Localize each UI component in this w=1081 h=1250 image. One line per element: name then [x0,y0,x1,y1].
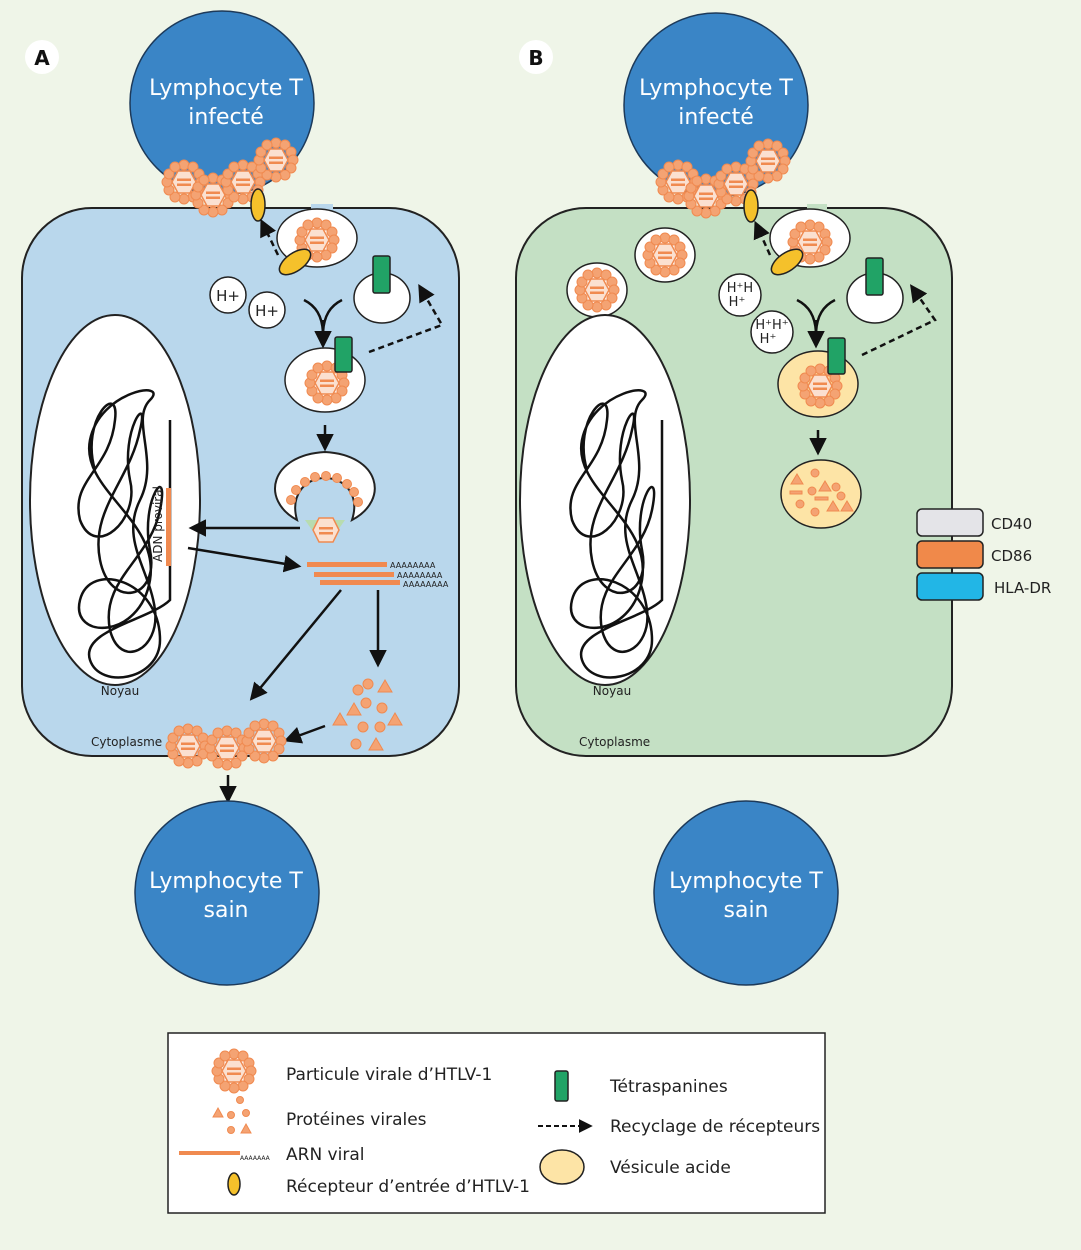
proton-label: H⁺H⁺ [755,318,788,333]
hla-dr-label: HLA-DR [994,579,1051,597]
entry-receptor-icon [250,188,266,222]
receptor-recycling-arrow [861,284,937,357]
proton-cluster-icon [718,273,762,317]
viral-proteins-icon [212,1096,252,1134]
polya-tail: AAAAAAAA [397,571,443,580]
legend-label: Recyclage de récepteurs [610,1117,820,1137]
panel-b-infected-label-2: infecté [678,105,754,130]
surface-markers: CD40 CD86 HLA-DR [916,508,1051,601]
capsid-core [312,517,340,543]
panel-b-infected-label-1: Lymphocyte T [639,76,793,101]
proviral-dna [166,488,171,566]
legend-label: Vésicule acide [610,1158,731,1178]
proton-label: H+ [255,302,279,320]
legend-label: ARN viral [286,1145,364,1165]
panel-b-cytoplasm-label: Cytoplasme [579,735,650,749]
panel-b-healthy-label-2: sain [724,898,769,923]
tetraspanin-icon [554,1070,569,1102]
hla-dr-marker [916,572,984,601]
acidic-vesicle-icon [539,1149,585,1185]
polya-tail: AAAAAAAA [403,580,449,589]
legend-box [167,1032,826,1214]
proton-icon [209,276,247,314]
proviral-dna-label: ADN proviral [151,486,165,562]
cd40-label: CD40 [991,515,1032,533]
tetraspanin-icon [372,255,391,294]
proton-label: H⁺ [729,295,746,310]
entry-receptor-icon [278,248,312,276]
receptor-recycling-arrow [753,220,772,256]
panel-b-badge [519,40,553,74]
panel-a-infected-label-2: infecté [188,105,264,130]
legend-label: Récepteur d’entrée d’HTLV-1 [286,1177,530,1197]
legend-label: Particule virale d’HTLV-1 [286,1065,492,1085]
panel-b-healthy-lymphocyte [653,800,839,986]
proton-label: H⁺ [760,332,777,347]
viral-rna-icon [179,1151,240,1155]
legend-label: Tétraspanines [609,1077,728,1097]
panel-a-healthy-label-1: Lymphocyte T [149,869,303,894]
cd40-marker [916,508,984,537]
cd86-marker [916,540,984,569]
panel-a-infected-label-1: Lymphocyte T [149,76,303,101]
cd86-label: CD86 [991,547,1032,565]
panel-a-badge [25,40,59,74]
legend: Particule virale d’HTLV-1 Protéines vira… [167,1032,826,1214]
panel-b: B Lymphocyte T infecté H⁺H H⁺ H⁺H⁺ H⁺ [515,12,1051,986]
panel-a-healthy-lymphocyte [134,800,320,986]
panel-b-nucleus-label: Noyau [593,684,631,698]
tetraspanin-icon [334,336,353,373]
panel-a-nucleus-label: Noyau [101,684,139,698]
receptor-recycling-arrow [368,283,444,354]
viral-rna-polya: AAAAAAA [240,1155,271,1162]
viral-proteins-icon [332,678,403,751]
polya-tail: AAAAAAAA [390,561,436,570]
degraded-viral-proteins [789,468,854,517]
viral-rna [307,562,400,585]
entry-receptor-icon [770,248,804,276]
tetraspanin-icon [865,257,884,296]
assembly-arrow [283,724,326,744]
panel-b-letter: B [528,46,543,70]
proton-label: H⁺H [727,281,753,296]
panel-a: A Lymphocyte T infecté H+ H+ [21,10,460,986]
proton-icon [248,291,286,329]
panel-a-cytoplasm-label: Cytoplasme [91,735,162,749]
entry-receptor-icon [743,189,759,223]
panel-b-nucleus [519,314,691,686]
receptor-recycling-arrow [260,218,280,256]
tetraspanin-icon [827,337,846,375]
legend-label: Protéines virales [286,1110,427,1130]
panel-a-letter: A [34,46,50,70]
capsid-fragments [286,471,363,507]
panel-a-healthy-label-2: sain [204,898,249,923]
entry-receptor-icon [227,1172,241,1196]
assembly-arrow [249,589,342,701]
panel-b-healthy-label-1: Lymphocyte T [669,869,823,894]
proton-label: H+ [216,287,240,305]
proton-cluster-icon [750,310,794,354]
transcription-arrow [187,546,302,573]
